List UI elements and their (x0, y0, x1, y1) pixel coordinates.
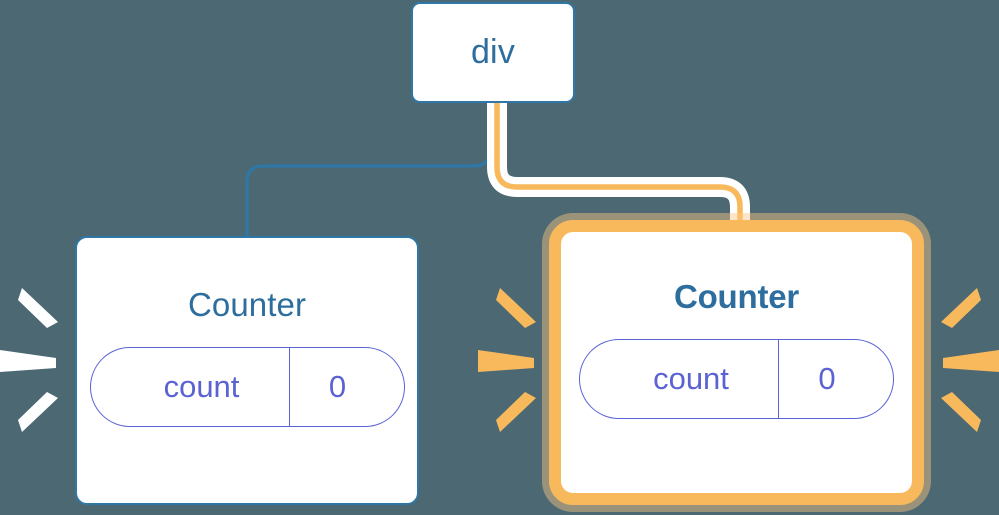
sparkle-icon (18, 392, 58, 432)
sparkle-icon (18, 288, 58, 328)
sparkle-icon (941, 392, 981, 432)
state-value: 0 (778, 340, 893, 418)
node-counter-left-title: Counter (187, 286, 307, 323)
edge-div-to-counter-right-halo (487, 103, 750, 232)
sparkle-burst-left-outer (0, 288, 58, 432)
sparkle-burst-right-left-side (478, 288, 536, 432)
state-key: count (653, 361, 729, 396)
sparkle-icon (943, 350, 999, 372)
state-pill-counter-left: count 0 (89, 347, 405, 427)
node-counter-right-title: Counter (673, 278, 800, 315)
state-pill-counter-right: count 0 (579, 339, 894, 419)
state-key: count (163, 369, 240, 404)
sparkle-icon (478, 350, 534, 372)
state-value: 0 (288, 348, 404, 426)
node-div-label: div (470, 33, 516, 71)
sparkle-burst-right-outer (941, 288, 999, 432)
sparkle-icon (496, 392, 536, 432)
sparkle-icon (0, 350, 56, 372)
node-counter-left[interactable]: Counter count 0 (75, 236, 419, 505)
edge-div-to-counter-right (494, 103, 743, 232)
node-counter-right[interactable]: Counter count 0 (549, 220, 924, 505)
node-div[interactable]: div (411, 2, 575, 103)
edge-div-to-counter-left (245, 101, 492, 240)
sparkle-icon (496, 288, 536, 328)
sparkle-icon (941, 288, 981, 328)
